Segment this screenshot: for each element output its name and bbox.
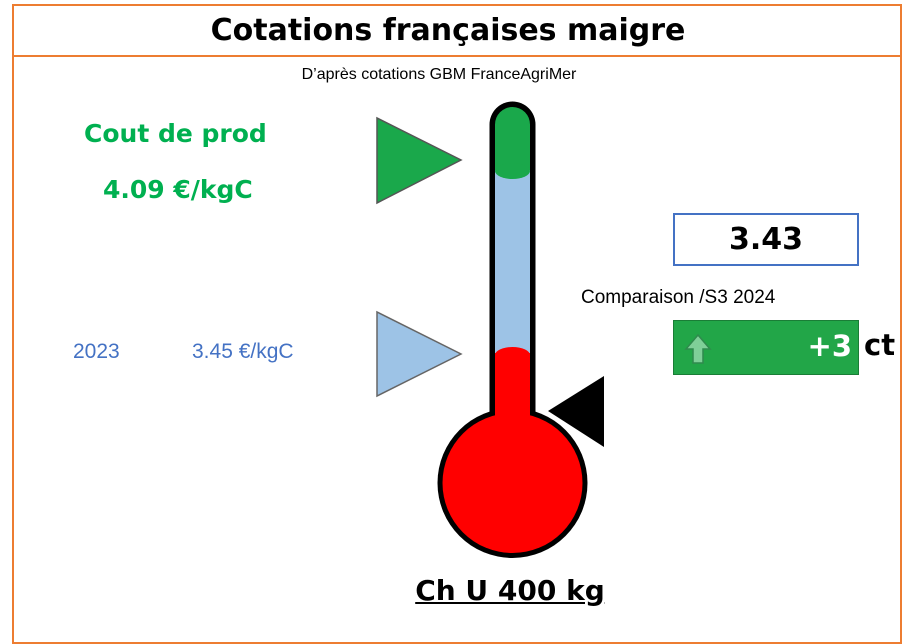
comparison-label: Comparaison /S3 2024 (581, 287, 776, 308)
arrow-up-icon (684, 333, 712, 364)
thermometer-bulb (442, 413, 583, 553)
thermometer (376, 101, 604, 558)
production-cost-value: 4.09 €/kgC (103, 175, 253, 204)
current-price-marker (548, 376, 604, 447)
current-price-value: 3.43 (728, 222, 804, 257)
current-price-box: 3.43 (673, 213, 859, 266)
change-value: +3 (807, 329, 852, 363)
category-text: Ch U 400 kg (415, 574, 605, 607)
reference-value: 3.45 €/kgC (192, 340, 294, 363)
change-unit: ct (864, 328, 896, 362)
change-indicator: +3 (673, 320, 859, 375)
reference-marker (376, 310, 463, 398)
subtitle: D’après cotations GBM FranceAgriMer (301, 66, 577, 83)
production-cost-label: Cout de prod (84, 119, 267, 148)
thermometer-mid-segment (495, 170, 530, 358)
production-cost-marker (376, 116, 463, 205)
category-label: Ch U 400 kg (0, 574, 890, 607)
title-bar: Cotations françaises maigre (12, 4, 902, 57)
reference-year: 2023 (73, 340, 120, 363)
page-title: Cotations françaises maigre (210, 13, 686, 48)
